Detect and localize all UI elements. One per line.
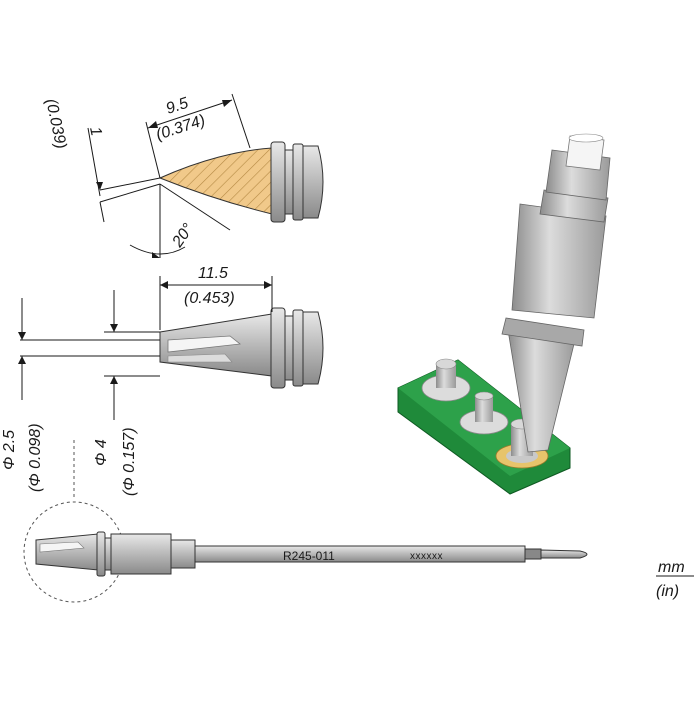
dim-dia-large-in: (Φ 0.157) — [121, 427, 138, 496]
tip-3d-illustration — [397, 133, 611, 495]
dimension-thickness: 1 (0.039) — [42, 97, 105, 223]
dim-length-side-mm: 11.5 — [198, 265, 228, 282]
dimension-dia-small: Φ 2.5 (Φ 0.098) — [1, 298, 44, 492]
unit-primary: mm — [658, 559, 685, 576]
dim-length-side-in: (0.453) — [184, 290, 235, 307]
tip-front-view — [20, 307, 324, 389]
cartridge-full-view: R245-011 xxxxxx — [23, 440, 588, 603]
dimension-dia-large: Φ 4 (Φ 0.157) — [93, 290, 138, 496]
dim-angle: 20° — [169, 220, 198, 251]
dimension-length-side: 11.5 (0.453) — [159, 265, 273, 330]
unit-legend: mm (in) — [656, 559, 694, 600]
dim-dia-large-mm: Φ 4 — [93, 439, 110, 466]
dim-dia-small-in: (Φ 0.098) — [27, 423, 44, 492]
tip-side-view — [99, 141, 324, 258]
part-number-label: R245-011 — [283, 549, 335, 563]
unit-secondary: (in) — [656, 583, 679, 600]
dim-thickness-mm: 1 — [86, 125, 104, 137]
dim-thickness-in: (0.039) — [42, 97, 69, 150]
dim-length-top-mm: 9.5 — [164, 95, 191, 118]
dim-dia-small-mm: Φ 2.5 — [1, 430, 18, 470]
serial-label: xxxxxx — [410, 551, 443, 562]
